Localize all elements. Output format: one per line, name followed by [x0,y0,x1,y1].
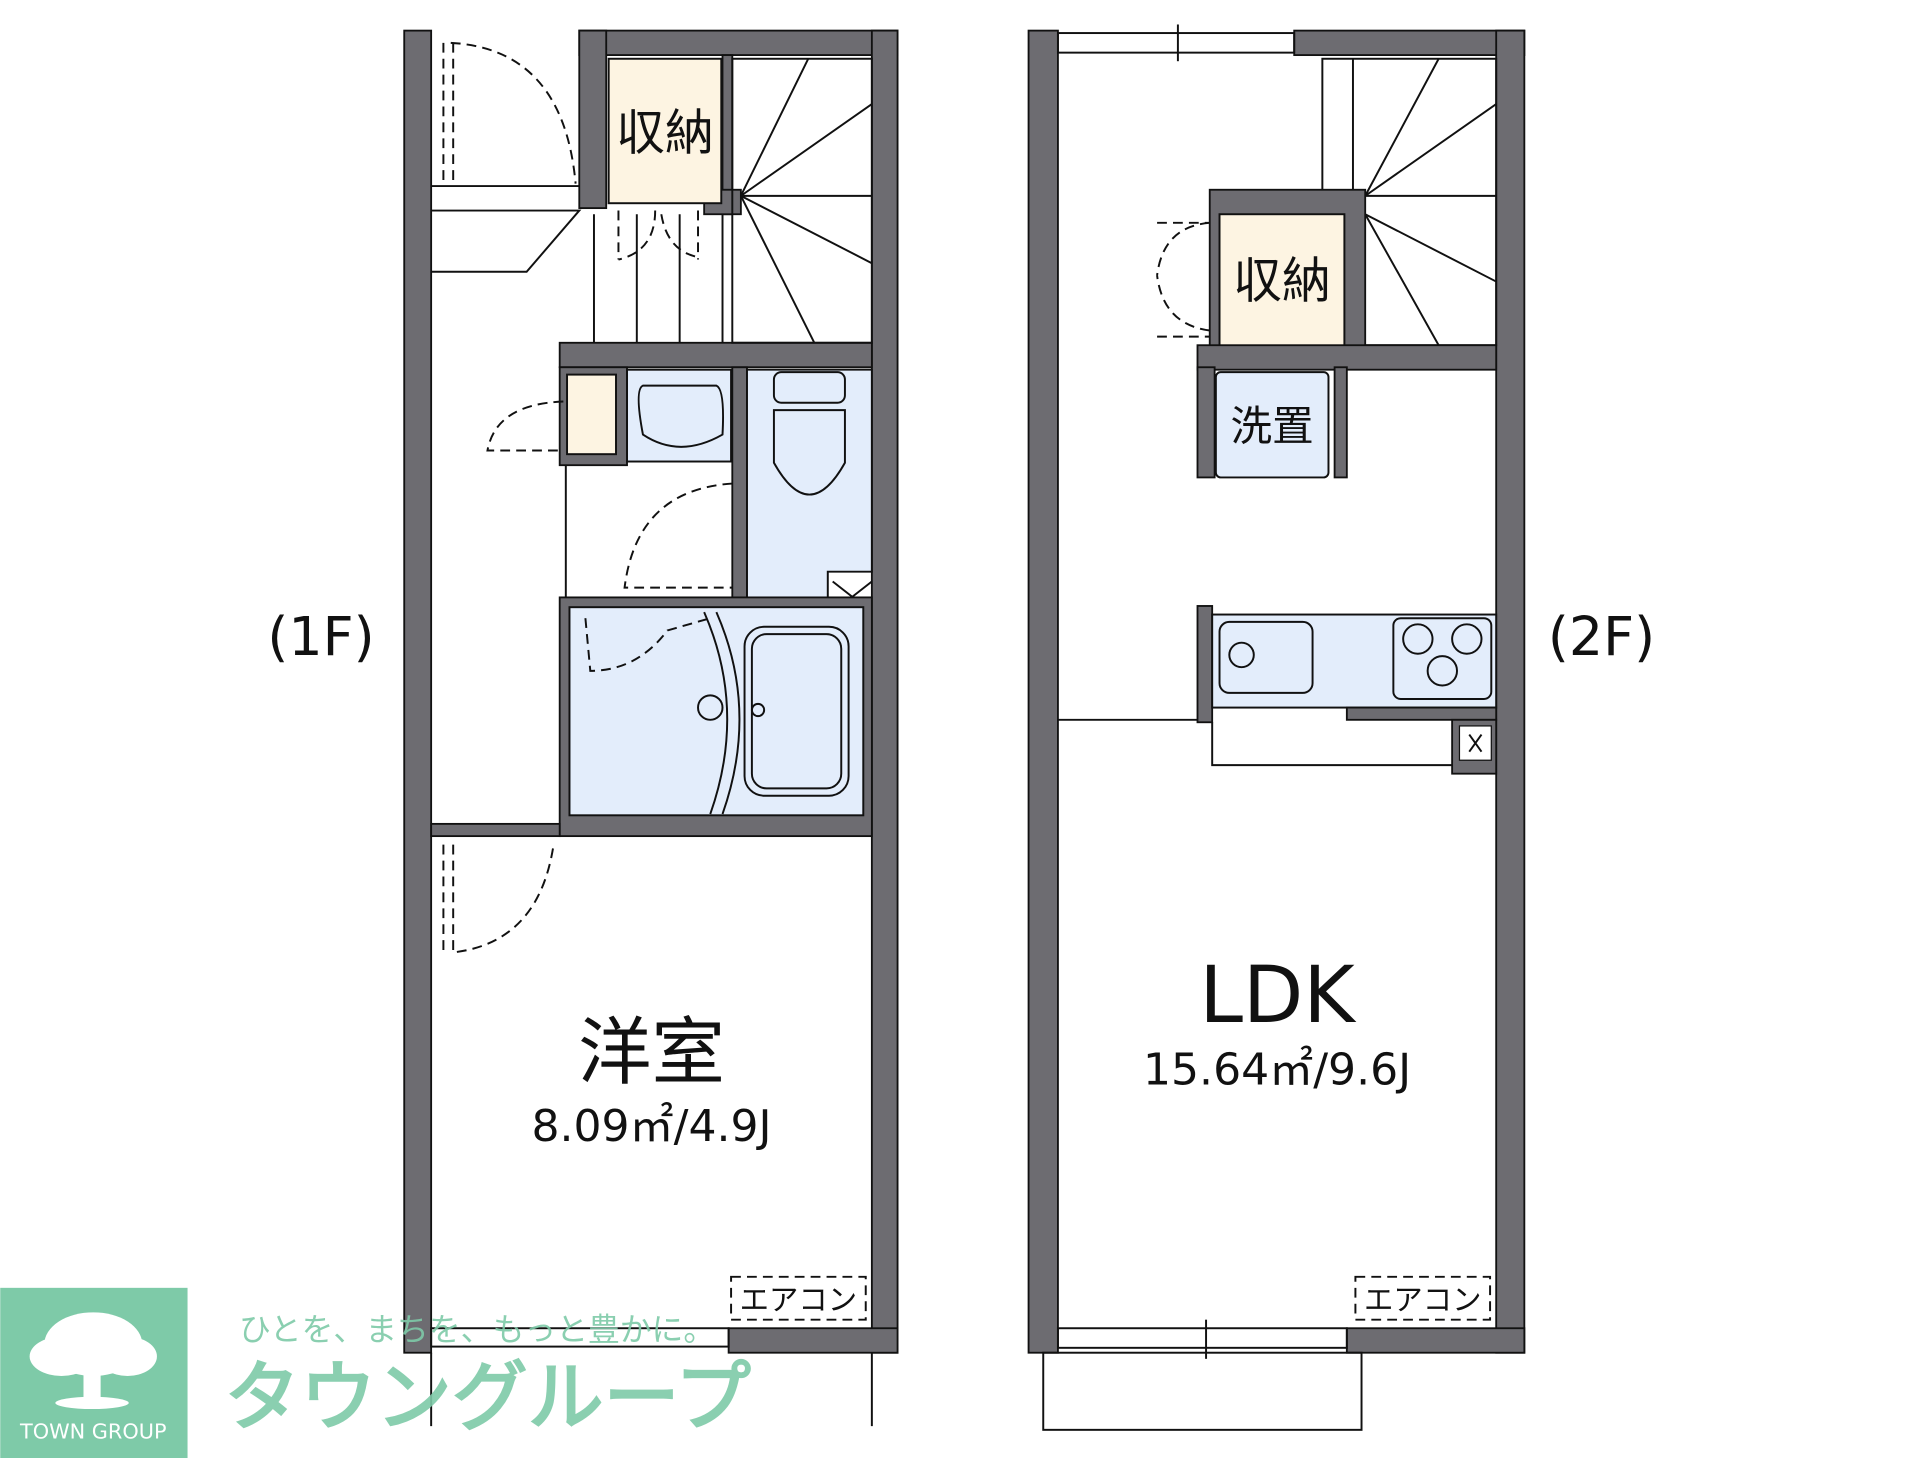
window [1056,1327,1348,1349]
wall [727,1327,899,1354]
wall [578,29,608,210]
toilet-tank [772,371,846,404]
wall [1293,29,1526,57]
window [1056,32,1296,54]
balcony [1042,1351,1363,1431]
logo-tagline: ひとを、まちを、もっと豊かに。 [239,1310,715,1348]
balcony-rail [430,1352,873,1427]
wall [1333,366,1348,479]
stove [1392,617,1493,700]
wall [578,29,899,57]
room-name: LDK [1199,950,1357,1041]
pipe-shaft-mark [1468,733,1483,753]
stairs [731,57,873,344]
tub-drain [750,702,766,718]
door-swing [486,400,564,452]
storage-2f [1218,213,1346,348]
wall [731,366,748,607]
storage-small [566,373,617,456]
entrance-door-swing [442,41,577,184]
toilet-door-swing [623,482,733,589]
burner [1451,623,1483,655]
aircon-box [730,1275,867,1321]
burner [1426,655,1458,687]
laundry-space [1214,371,1330,479]
stair-treads [592,58,873,344]
floor-1f: 収納 洋室 8.09㎡/4.9J エアコン (1F) [267,29,899,1427]
wall [1495,29,1526,1354]
storage-1f [607,57,723,205]
storage-label: 収納 [1233,252,1331,309]
aircon-label: エアコン [740,1283,858,1317]
window [430,1327,730,1348]
toilet-room [746,368,873,601]
burner [1402,623,1434,655]
bathroom [568,606,865,817]
logo-brand-ja: タウングループ [224,1354,751,1442]
sink [1218,620,1314,694]
floor-label: (1F) [267,605,374,668]
aircon-label: エアコン [1364,1283,1482,1317]
storage-door-swing [617,210,700,261]
wall [1027,29,1059,1354]
laundry-label: 洗置 [1231,402,1314,451]
room-name: 洋室 [578,1010,725,1095]
town-group-logo: TOWN GROUP ひとを、まちを、もっと豊かに。 タウングループ [0,1287,751,1458]
wall [558,341,873,369]
bedroom-door-swing [442,844,555,954]
wall [1196,344,1498,371]
floor-label: (2F) [1548,605,1655,668]
floor-drain [697,694,724,721]
logo-brand-en: TOWN GROUP [19,1419,167,1443]
wall [1196,366,1216,479]
sink-drain [1228,641,1255,669]
shoe-cabinet [431,209,582,273]
aircon-box [1354,1275,1492,1321]
bath-divider [703,611,741,815]
wall [1196,605,1214,724]
toilet [772,409,846,496]
tree-icon [29,1312,157,1410]
wall [870,29,899,1354]
stair-treads [1351,58,1497,346]
wall [1345,706,1498,721]
bath-door-swing [584,617,711,672]
partition [1057,718,1453,767]
wall [430,822,561,838]
room-area: 8.09㎡/4.9J [531,1101,771,1152]
storage-label: 収納 [616,104,714,161]
room-area: 15.64㎡/9.6J [1143,1045,1411,1096]
bathtub [743,625,850,797]
wall [1345,1327,1526,1354]
wall [403,29,433,1354]
basin-bowl [637,384,725,448]
storage-door-swing [1156,221,1210,338]
floor-2f: 収納 洗置 LDK 15.64㎡/9.6J エアコン (2F) [1027,24,1655,1431]
